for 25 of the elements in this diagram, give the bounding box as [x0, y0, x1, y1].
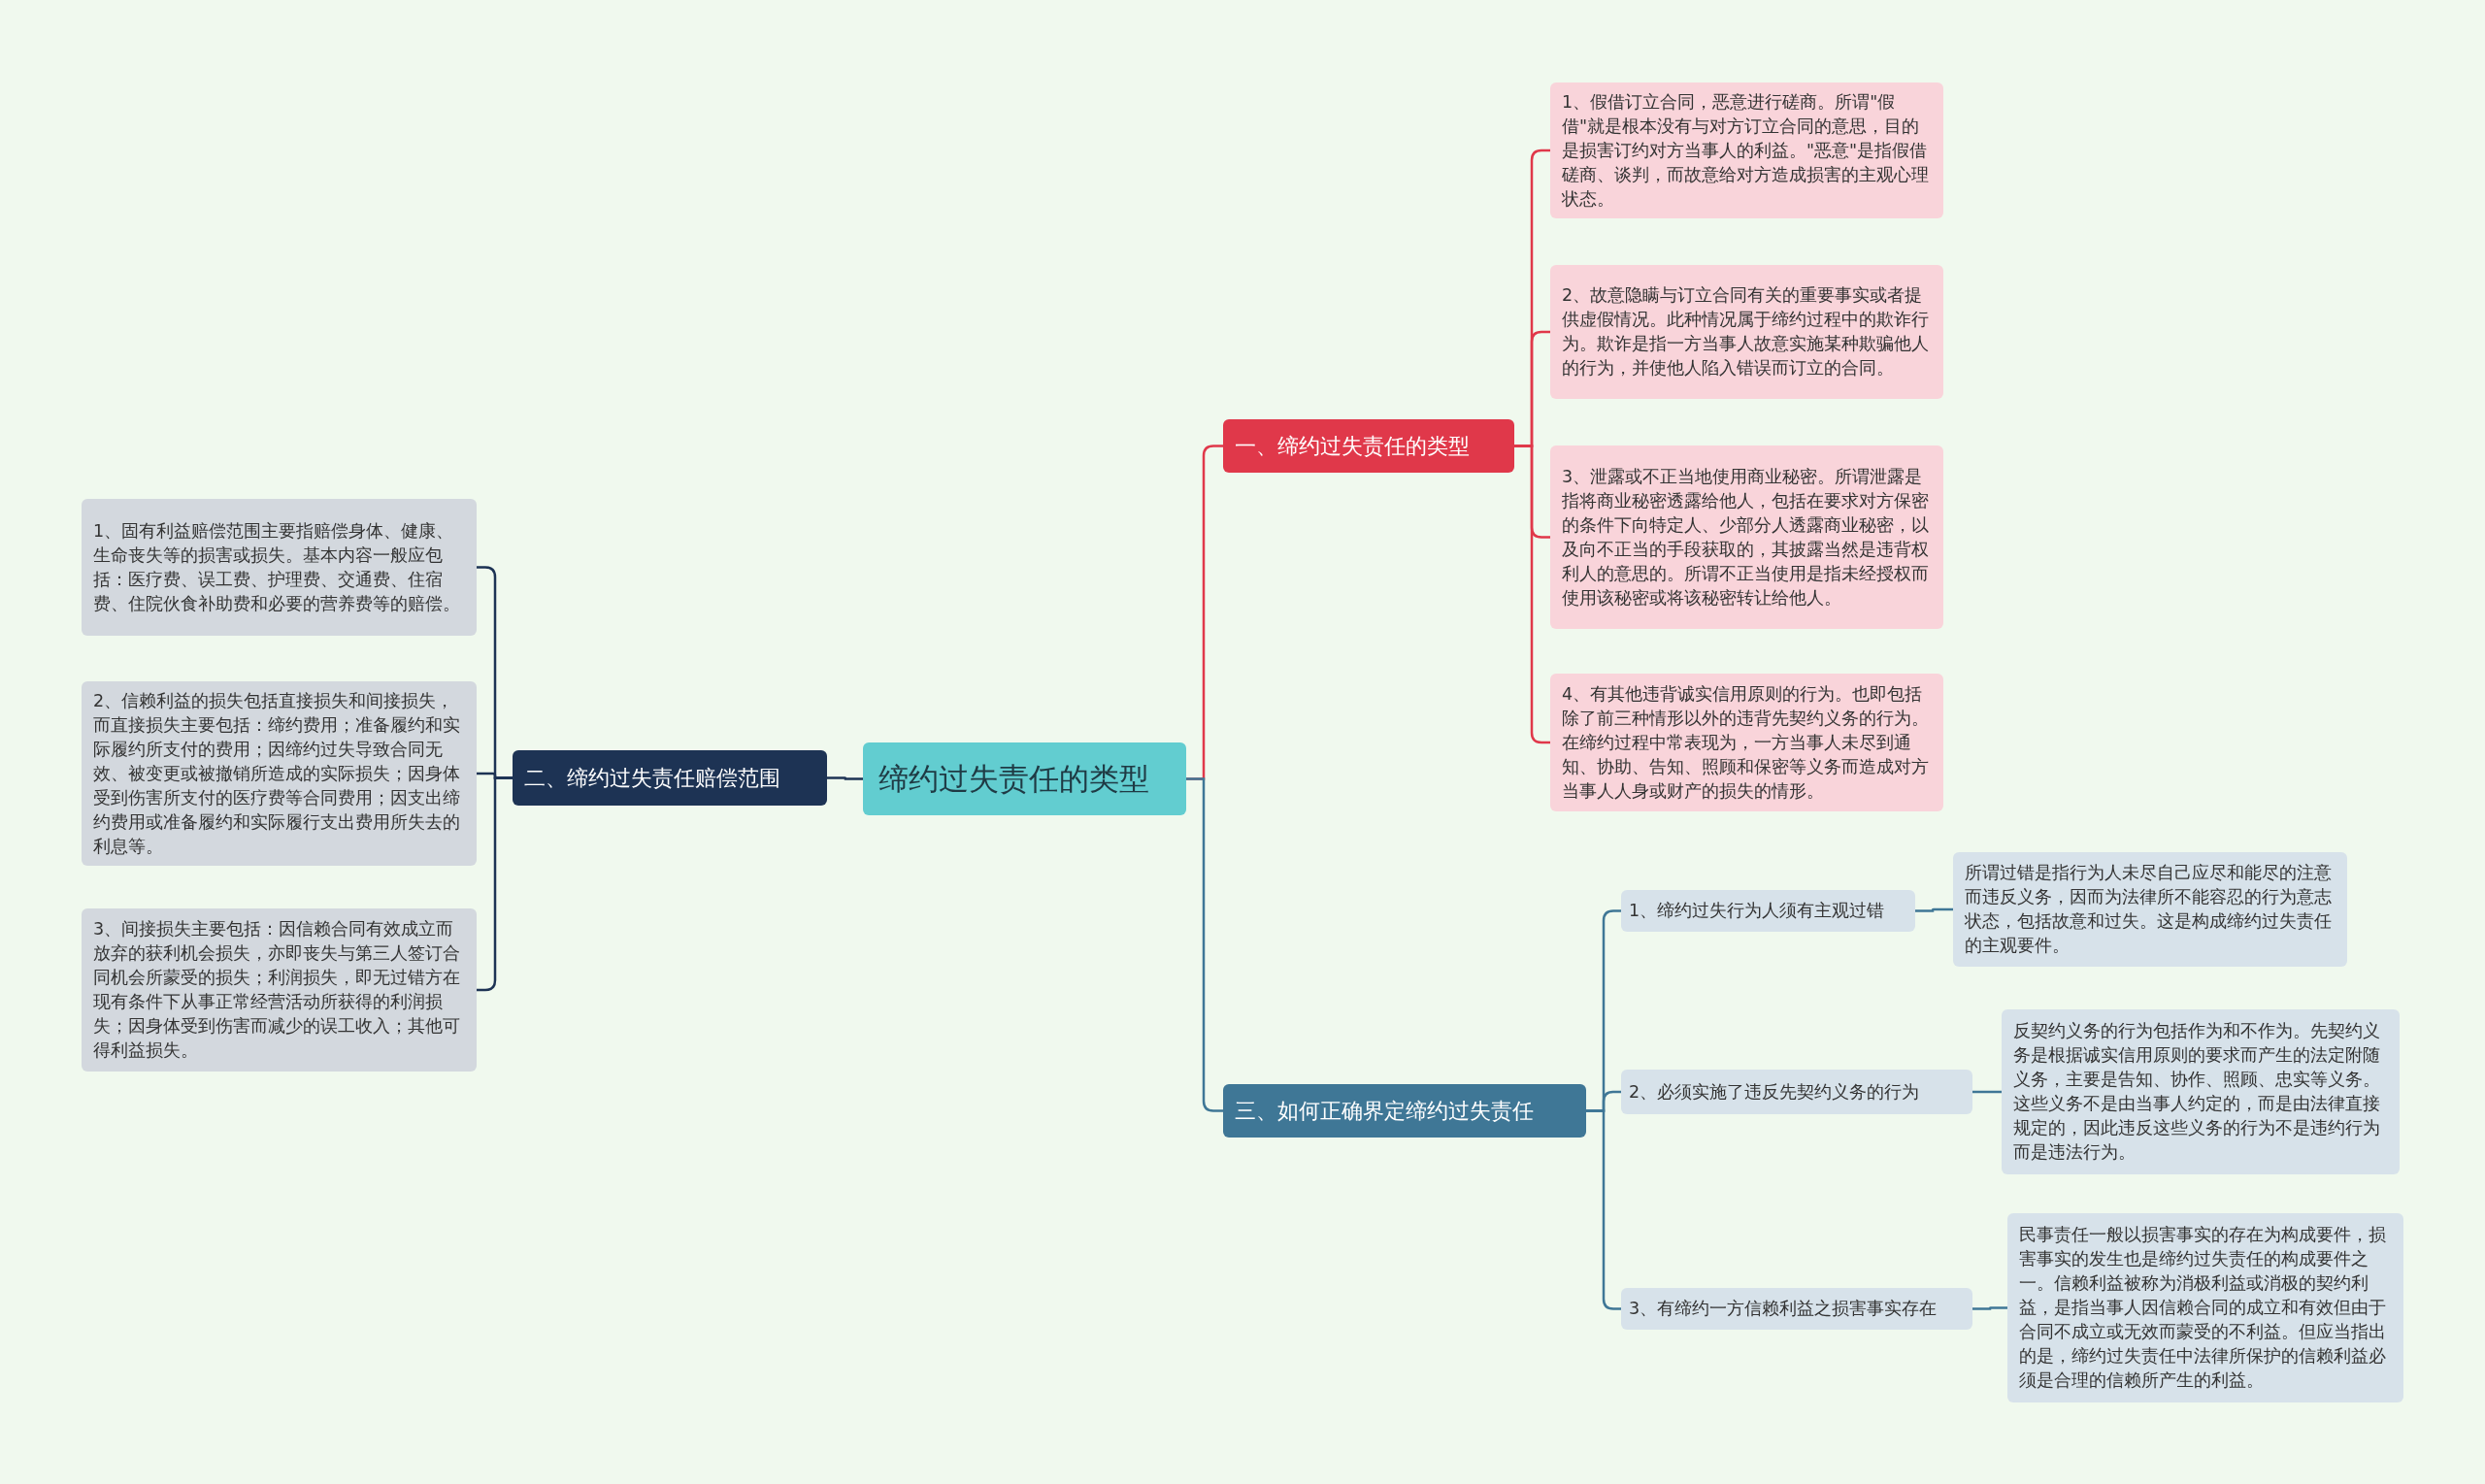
detail-box: 2、信赖利益的损失包括直接损失和间接损失，而直接损失主要包括：缔约费用；准备履约和实际履约所支付的费用；因缔约过失导致合同无效、被变更或被撤销所造成的实际损失；因身体受到伤害所支付的医疗费等合同费用；因支出缔约费用或准备履约和实际履行支出费用所失去的利息等。: [82, 681, 477, 866]
detail-box: 2、故意隐瞒与订立合同有关的重要事实或者提供虚假情况。此种情况属于缔约过程中的欺诈行为。欺诈是指一方当事人故意实施某种欺骗他人的行为，并使他人陷入错误而订立的合同。: [1550, 265, 1943, 399]
connector-line: [1586, 1109, 1621, 1310]
subtopic-box: 2、必须实施了违反先契约义务的行为: [1621, 1070, 1972, 1114]
subtopic-box: 3、有缔约一方信赖利益之损害事实存在: [1621, 1288, 1972, 1330]
connector-line: [1972, 1306, 2007, 1310]
branch-topic-box: 三、如何正确界定缔约过失责任: [1223, 1084, 1586, 1138]
subtopic-box: 1、缔约过失行为人须有主观过错: [1621, 890, 1915, 932]
connector-line: [1514, 445, 1550, 744]
detail-box: 反契约义务的行为包括作为和不作为。先契约义务是根据诚实信用原则的要求而产生的法定附随义务，主要是告知、协作、照顾、忠实等义务。这些义务不是由当事人约定的，而是由法律直接规定的，因此违反这些义务的行为不是违约行为而是违法行为。: [2002, 1009, 2400, 1174]
detail-box: 1、假借订立合同，恶意进行磋商。所谓"假借"就是根本没有与对方订立合同的意思，目的是损害订约对方当事人的利益。"恶意"是指假借磋商、谈判，而故意给对方造成损害的主观心理状态。: [1550, 82, 1943, 218]
connector-line: [1915, 907, 1953, 912]
detail-box: 所谓过错是指行为人未尽自己应尽和能尽的注意而违反义务，因而为法律所不能容忍的行为意志状态，包括故意和过失。这是构成缔约过失责任的主观要件。: [1953, 852, 2347, 967]
connector-line: [1186, 777, 1223, 1112]
connector-line: [1972, 1090, 2002, 1094]
detail-box: 民事责任一般以损害事实的存在为构成要件，损害事实的发生也是缔约过失责任的构成要件之一。信赖利益被称为消极利益或消极的契约利益，是指当事人因信赖合同的成立和有效但由于合同不成立或无效而蒙受的不利益。但应当指出的是，缔约过失责任中法律所保护的信赖利益必须是合理的信赖所产生的利益。: [2007, 1213, 2403, 1402]
root-topic-box: 缔约过失责任的类型: [863, 742, 1186, 815]
connector-line: [477, 776, 513, 992]
connector-line: [827, 776, 863, 780]
detail-box: 3、间接损失主要包括：因信赖合同有效成立而放弃的获利机会损失，亦即丧失与第三人签订合同机会所蒙受的损失；利润损失，即无过错方在现有条件下从事正常经营活动所获得的利润损失；因身体受到伤害而减少的误工收入；其他可得利益损失。: [82, 908, 477, 1072]
branch-topic-box: 二、缔约过失责任赔偿范围: [513, 750, 827, 806]
detail-box: 4、有其他违背诚实信用原则的行为。也即包括除了前三种情形以外的违背先契约义务的行为。在缔约过程中常表现为，一方当事人未尽到通知、协助、告知、照顾和保密等义务而造成对方当事人人身或财产的损失的情形。: [1550, 674, 1943, 811]
detail-box: 1、固有利益赔偿范围主要指赔偿身体、健康、生命丧失等的损害或损失。基本内容一般应包括：医疗费、误工费、护理费、交通费、住宿费、住院伙食补助费和必要的营养费等的赔偿。: [82, 499, 477, 636]
branch-topic-box: 一、缔约过失责任的类型: [1223, 419, 1514, 473]
detail-box: 3、泄露或不正当地使用商业秘密。所谓泄露是指将商业秘密透露给他人，包括在要求对方保密的条件下向特定人、少部分人透露商业秘密，以及向不正当的手段获取的，其披露当然是违背权利人的意思的。所谓不正当使用是指未经授权而使用该秘密或将该秘密转让给他人。: [1550, 445, 1943, 629]
